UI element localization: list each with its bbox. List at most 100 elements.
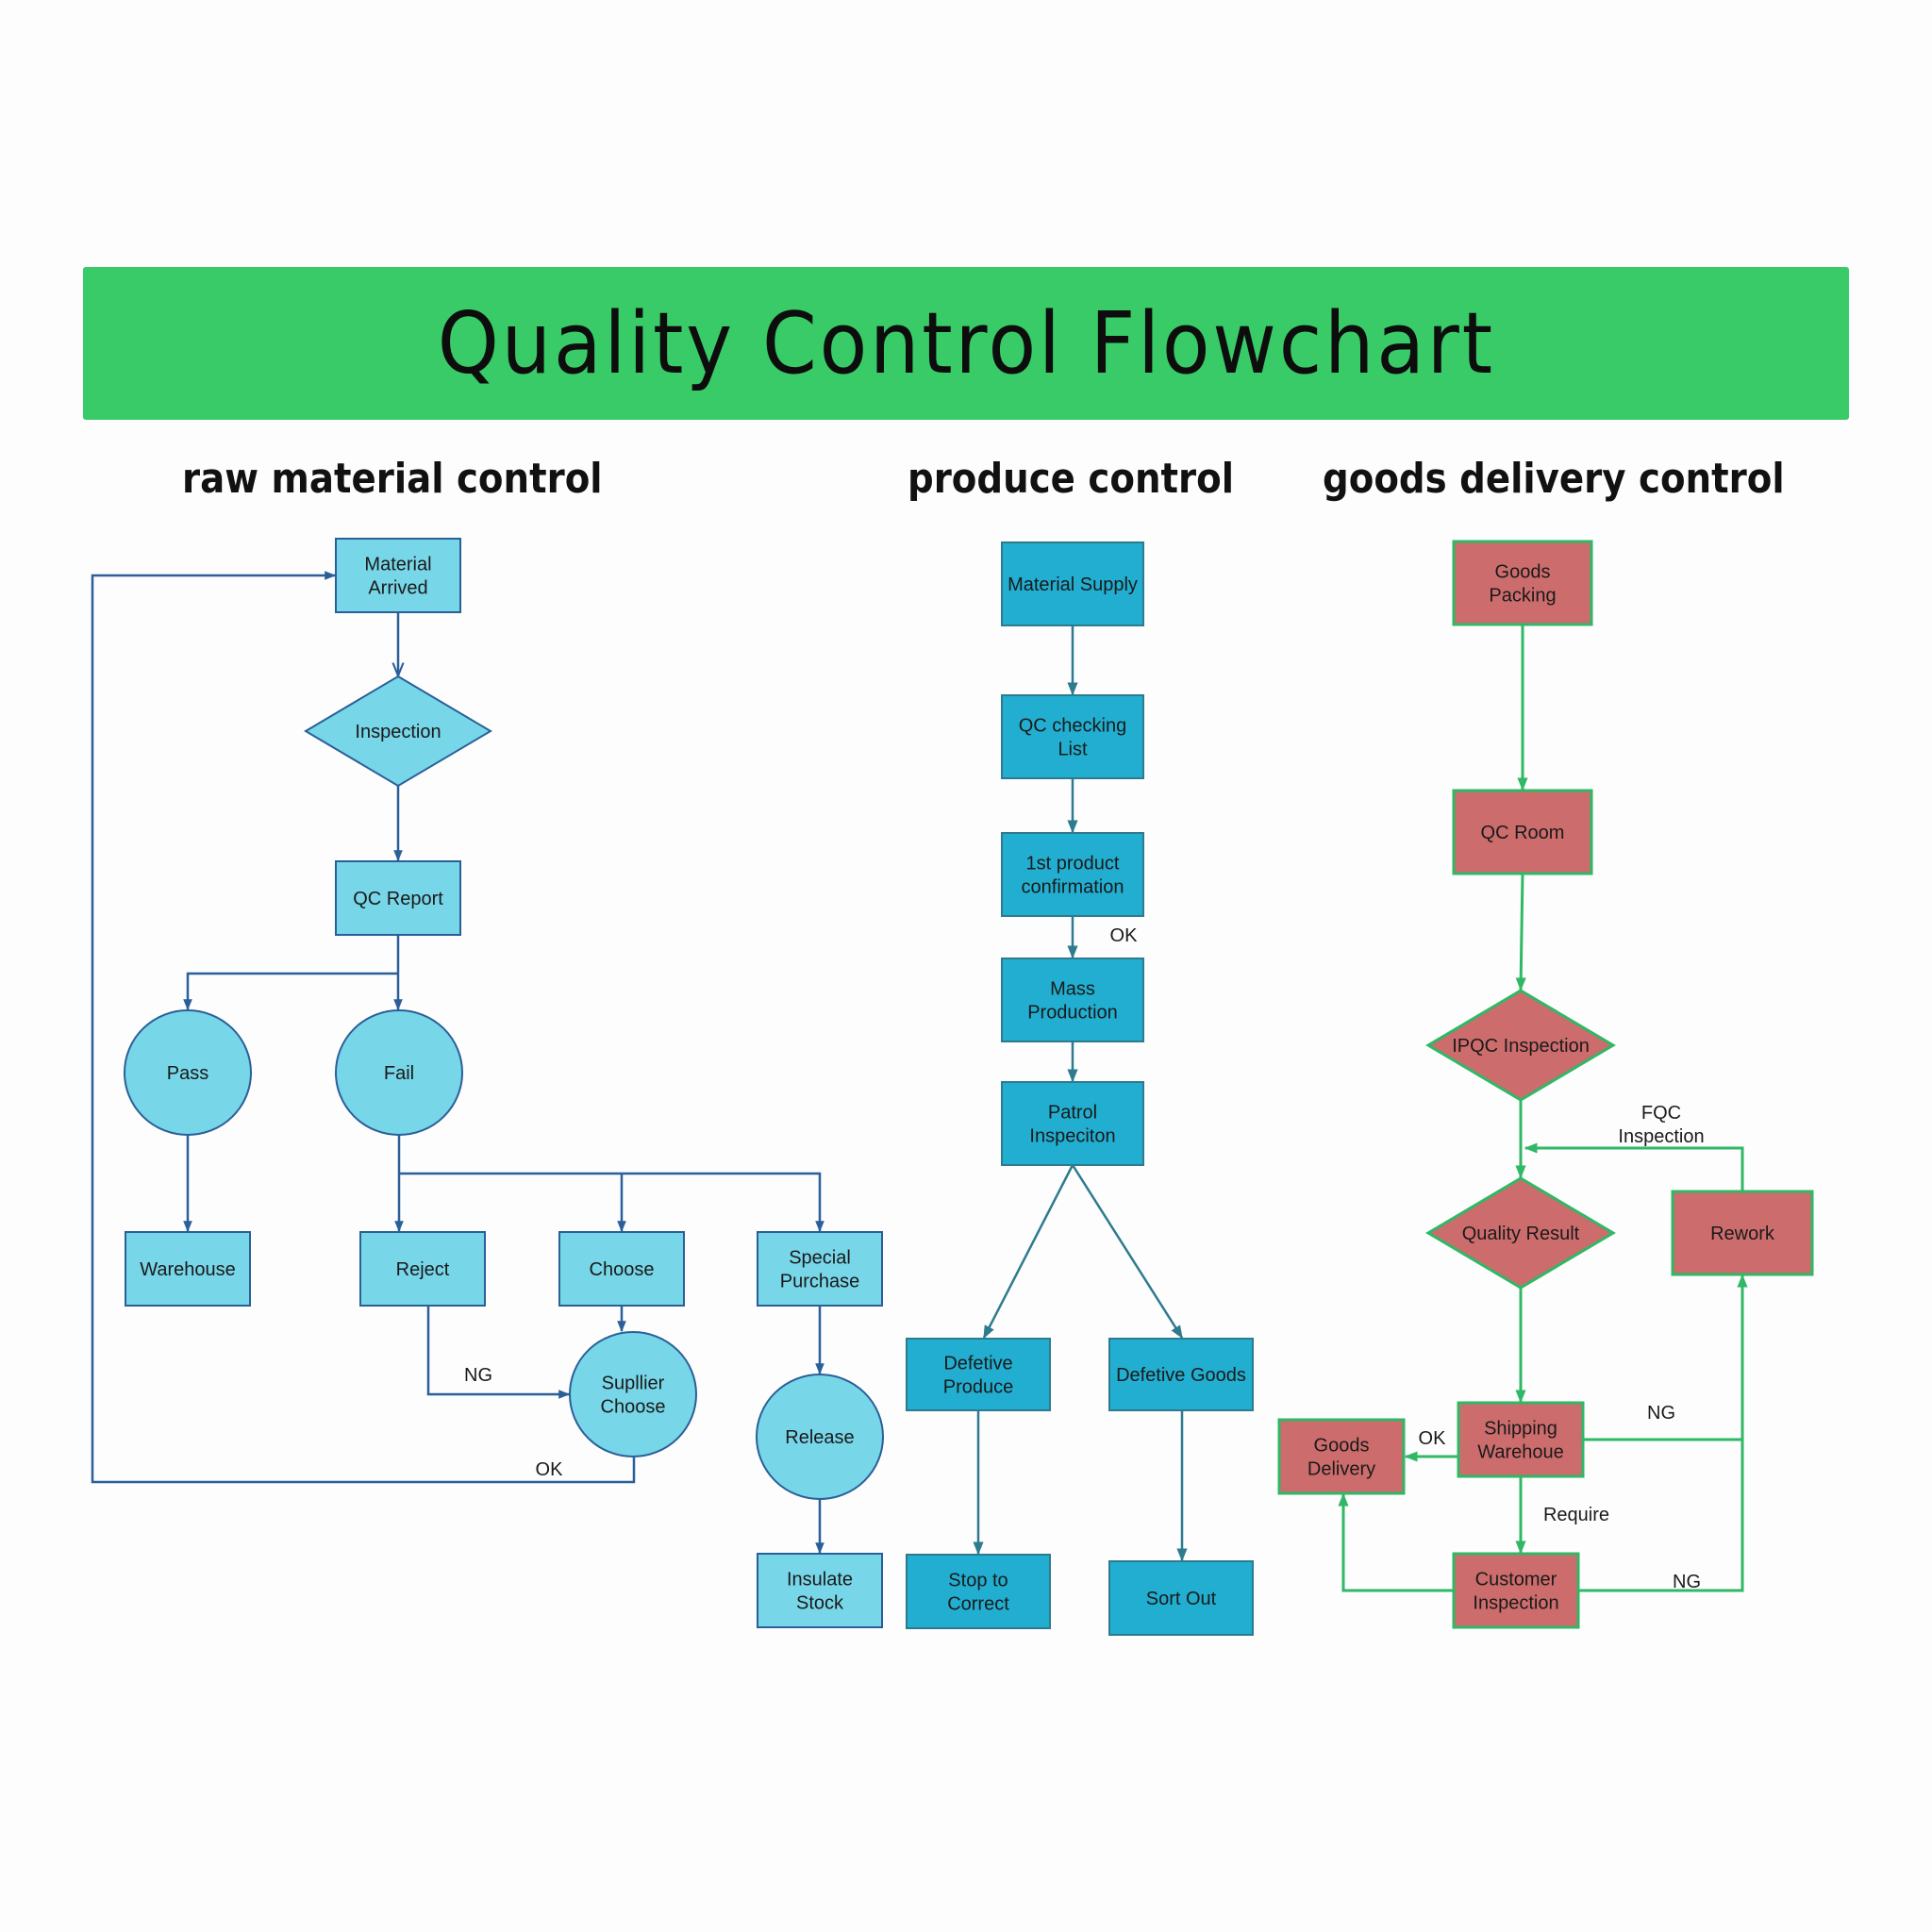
node-raw-qc-report: QC Report bbox=[335, 860, 461, 936]
decision-shape bbox=[304, 675, 492, 788]
connector-arrow bbox=[1071, 1164, 1184, 1340]
edge-label-goods-fqc: Inspection bbox=[1618, 1126, 1704, 1147]
box-shape bbox=[1001, 694, 1144, 779]
node-label: QC Report bbox=[353, 889, 443, 909]
box-shape bbox=[1001, 958, 1144, 1042]
node-label: Choose bbox=[601, 1397, 666, 1418]
box-shape bbox=[906, 1554, 1051, 1629]
node-label: Supllier bbox=[602, 1374, 665, 1394]
node-label: Stop to bbox=[948, 1571, 1008, 1591]
node-goods-quality-result: Quality Result bbox=[1425, 1176, 1616, 1290]
decision-shape bbox=[1425, 989, 1616, 1102]
box-shape bbox=[1001, 832, 1144, 917]
box-shape bbox=[1108, 1338, 1254, 1411]
node-prod-material-supply: Material Supply bbox=[1001, 541, 1144, 626]
box-shape bbox=[335, 538, 461, 613]
node-label: Material bbox=[364, 555, 431, 575]
node-label: Defetive Goods bbox=[1116, 1365, 1246, 1386]
box-shape bbox=[1001, 1081, 1144, 1166]
node-label: Sort Out bbox=[1146, 1589, 1217, 1609]
node-label: Goods bbox=[1495, 562, 1551, 583]
edge-label-raw-ng: NG bbox=[464, 1365, 492, 1386]
node-label: QC checking bbox=[1019, 716, 1127, 737]
node-label: Pass bbox=[167, 1063, 208, 1084]
node-label: List bbox=[1058, 740, 1088, 760]
connector-arrow bbox=[982, 1164, 1074, 1340]
node-prod-stop-to-correct: Stop to Correct bbox=[906, 1554, 1051, 1629]
connector-arrow bbox=[426, 1306, 571, 1399]
circle-shape bbox=[756, 1374, 884, 1500]
box-shape bbox=[125, 1231, 251, 1307]
node-label: Inspection bbox=[355, 722, 441, 742]
node-prod-sort-out: Sort Out bbox=[1108, 1560, 1254, 1636]
node-label: Insulate bbox=[787, 1570, 853, 1591]
connector-arrow bbox=[183, 972, 398, 1011]
box-shape bbox=[1457, 1401, 1585, 1478]
node-raw-inspection: Inspection bbox=[304, 675, 492, 788]
connector-arrow bbox=[91, 571, 636, 1484]
node-raw-reject: Reject bbox=[359, 1231, 486, 1307]
edge-label-raw-ok: OK bbox=[536, 1459, 564, 1480]
node-label: QC Room bbox=[1481, 823, 1565, 843]
box-shape bbox=[558, 1231, 685, 1307]
edge-label-goods-ng-customer: NG bbox=[1673, 1572, 1701, 1592]
node-label: Production bbox=[1027, 1003, 1118, 1024]
node-raw-warehouse: Warehouse bbox=[125, 1231, 251, 1307]
connector-arrow bbox=[1338, 1492, 1454, 1592]
node-label: Quality Result bbox=[1462, 1224, 1580, 1244]
node-label: Choose bbox=[590, 1259, 655, 1280]
box-shape bbox=[757, 1231, 883, 1307]
circle-shape bbox=[335, 1009, 463, 1136]
connector-arrow bbox=[1515, 873, 1526, 991]
node-label: Special bbox=[789, 1248, 851, 1269]
edge-label-prod-ok: OK bbox=[1110, 925, 1139, 946]
box-shape bbox=[1001, 541, 1144, 626]
node-label: Fail bbox=[384, 1063, 414, 1084]
box-shape bbox=[1108, 1560, 1254, 1636]
box-shape bbox=[1277, 1418, 1406, 1495]
node-label: Patrol bbox=[1048, 1103, 1097, 1124]
edge-label-goods-fqc: FQC bbox=[1641, 1103, 1681, 1124]
section-title-goods-delivery: goods delivery control bbox=[1323, 455, 1785, 503]
node-prod-defective-goods: Defetive Goods bbox=[1108, 1338, 1254, 1411]
node-label: Goods bbox=[1314, 1436, 1370, 1457]
node-label: Reject bbox=[396, 1259, 450, 1280]
connector-arrow bbox=[1524, 1142, 1744, 1191]
box-shape bbox=[1452, 789, 1593, 875]
node-label: Warehoue bbox=[1477, 1442, 1564, 1463]
circle-shape bbox=[569, 1331, 697, 1457]
box-shape bbox=[1452, 540, 1593, 626]
box-shape bbox=[1671, 1190, 1814, 1276]
node-raw-pass: Pass bbox=[124, 1009, 252, 1136]
node-raw-release: Release bbox=[756, 1374, 884, 1500]
page-title: Quality Control Flowchart bbox=[437, 293, 1495, 393]
box-shape bbox=[1452, 1552, 1580, 1629]
edge-label-goods-require: Require bbox=[1543, 1505, 1609, 1525]
node-label: Customer bbox=[1475, 1570, 1557, 1591]
node-label: confirmation bbox=[1022, 877, 1124, 898]
node-raw-choose: Choose bbox=[558, 1231, 685, 1307]
node-raw-fail: Fail bbox=[335, 1009, 463, 1136]
node-label: Packing bbox=[1489, 586, 1556, 607]
node-label: Shipping bbox=[1484, 1419, 1557, 1440]
edge-label-goods-ng-shipping: NG bbox=[1647, 1403, 1675, 1424]
node-goods-qc-room: QC Room bbox=[1452, 789, 1593, 875]
node-label: Stock bbox=[796, 1593, 844, 1614]
node-label: Mass bbox=[1050, 979, 1095, 1000]
section-title-raw-material: raw material control bbox=[182, 455, 603, 503]
node-label: Purchase bbox=[780, 1272, 860, 1292]
node-label: Correct bbox=[947, 1594, 1009, 1615]
node-label: Inspection bbox=[1473, 1593, 1558, 1614]
